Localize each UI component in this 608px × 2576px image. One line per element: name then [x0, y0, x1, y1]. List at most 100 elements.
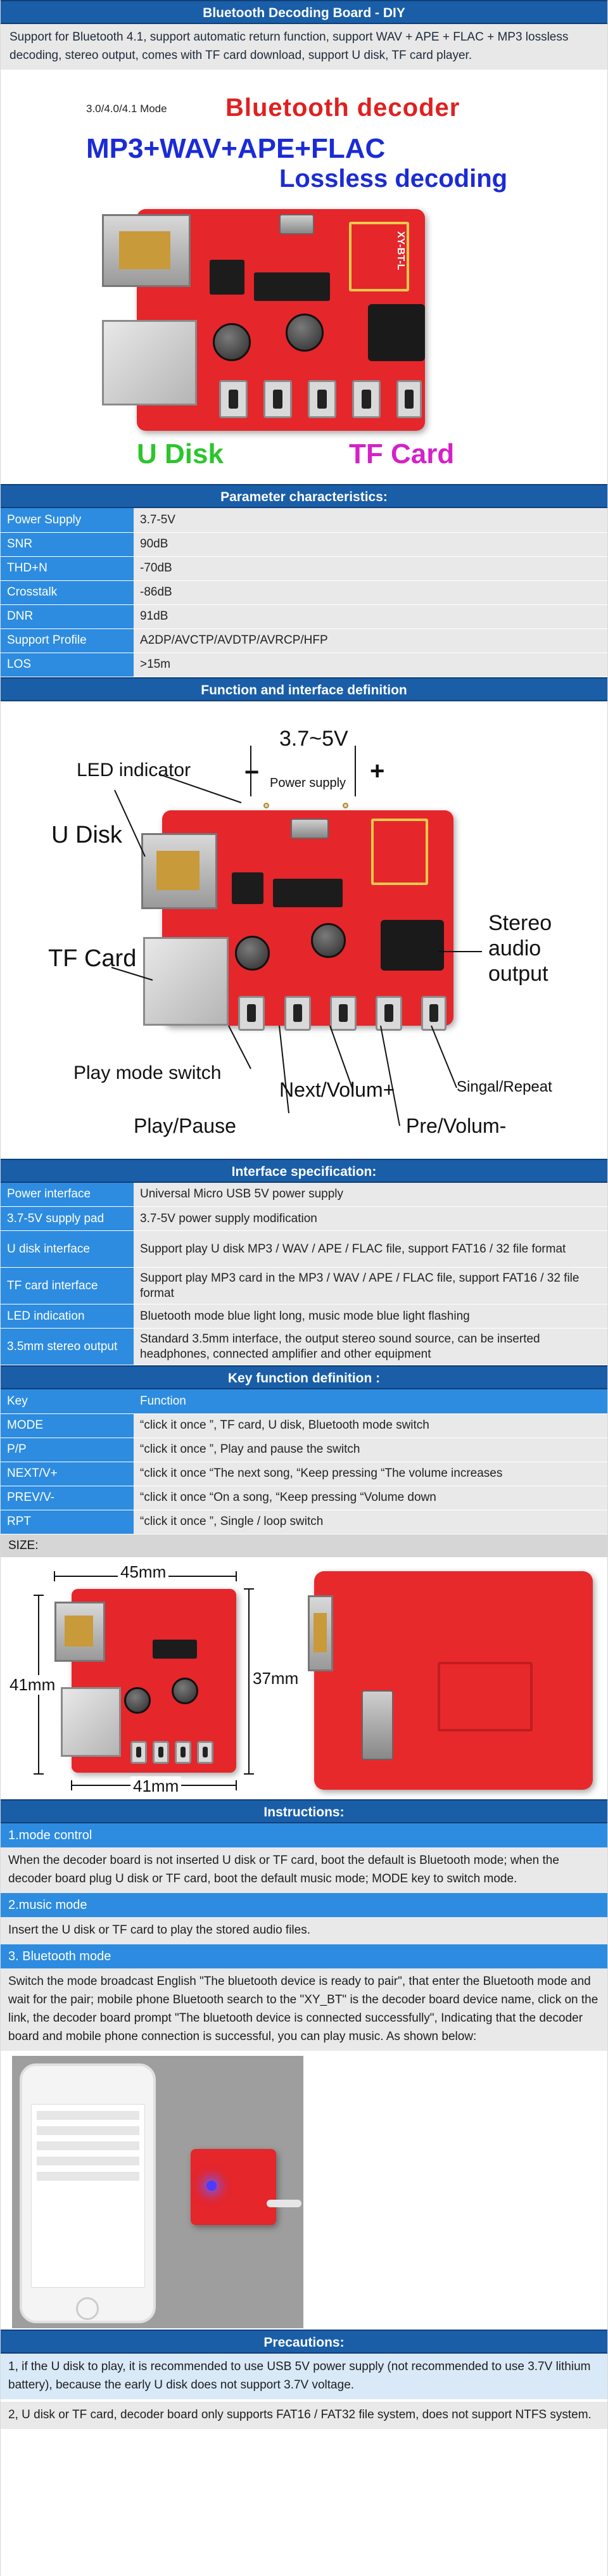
micro-usb-port [362, 1690, 393, 1760]
board-button [330, 995, 357, 1031]
minus-label: − [244, 758, 260, 786]
keys-heading: Key function definition : [1, 1365, 607, 1389]
diagram-heading: Function and interface definition [1, 677, 607, 701]
screen-row [37, 2156, 139, 2165]
board-button [376, 995, 402, 1031]
plus-label: + [370, 756, 385, 785]
micro-usb-port [279, 214, 314, 234]
table-row: Crosstalk-86dB [1, 580, 607, 605]
udisk-text: U Disk [137, 438, 224, 469]
row-key: Power interface [1, 1182, 134, 1207]
capacitor [235, 935, 270, 971]
lossless-text: Lossless decoding [279, 165, 508, 193]
screen-row [37, 2141, 139, 2150]
row-key: Power Supply [1, 508, 134, 533]
stereo-line: output [488, 961, 548, 986]
tfcard-label: TF Card [48, 945, 137, 972]
row-value: 3.7-5V power supply modification [134, 1206, 607, 1231]
board-button [421, 995, 446, 1031]
capacitor [286, 314, 324, 352]
width-bottom-label: 41mm [130, 1776, 182, 1796]
udisk-label: U Disk [51, 821, 122, 848]
row-value: “click it once “On a song, “Keep pressin… [134, 1486, 607, 1510]
phone [20, 2063, 156, 2323]
table-row: RPT“click it once ”, Single / loop switc… [1, 1510, 607, 1534]
capacitor [311, 922, 346, 958]
row-key: DNR [1, 604, 134, 629]
row-key: RPT [1, 1510, 134, 1534]
tf-slot [102, 320, 197, 405]
phone-screen [31, 2103, 145, 2288]
section-title: 1.mode control [1, 1823, 607, 1847]
row-value: -70dB [134, 556, 607, 581]
board-button [197, 1740, 213, 1764]
board-button [153, 1740, 169, 1764]
col-key-header: Key [1, 1389, 134, 1414]
interface-heading: Interface specification: [1, 1158, 607, 1183]
usb-port [54, 1601, 105, 1662]
tf-slot [61, 1687, 121, 1757]
screen-row [37, 2110, 139, 2120]
row-value: “click it once ”, Play and pause the swi… [134, 1438, 607, 1462]
tf-slot [143, 936, 229, 1026]
size-images: 45mm 41mm 37mm 41mm [1, 1557, 607, 1799]
chip [254, 272, 330, 301]
size-label: SIZE: [1, 1534, 607, 1557]
mode-text: 3.0/4.0/4.1 Mode [86, 103, 167, 115]
row-key: LED indication [1, 1304, 134, 1329]
col-function-header: Function [134, 1389, 607, 1414]
table-header-row: Key Function [1, 1389, 607, 1414]
chip [153, 1639, 197, 1659]
section-title: 2.music mode [1, 1892, 607, 1917]
voltage-label: 3.7~5V [279, 726, 348, 751]
chip [273, 878, 343, 907]
table-row: NEXT/V+“click it once “The next song, “K… [1, 1462, 607, 1486]
precautions-heading: Precautions: [1, 2329, 607, 2354]
row-key: TF card interface [1, 1267, 134, 1304]
row-value: -86dB [134, 580, 607, 605]
instructions-heading: Instructions: [1, 1799, 607, 1823]
row-value: “click it once ”, Single / loop switch [134, 1510, 607, 1534]
precaution-item: 1, if the U disk to play, it is recommen… [1, 2353, 607, 2399]
stereo-line: audio [488, 936, 542, 960]
power-pad [263, 802, 269, 808]
keys-table: Key Function MODE“click it once ”, TF ca… [1, 1389, 607, 1534]
section-body: When the decoder board is not inserted U… [1, 1847, 607, 1893]
params-heading: Parameter characteristics: [1, 484, 607, 508]
screen-row [37, 2171, 139, 2181]
board-photo [191, 2148, 276, 2225]
row-value: Support play U disk MP3 / WAV / APE / FL… [134, 1230, 607, 1268]
row-value: Standard 3.5mm interface, the output ste… [134, 1328, 607, 1365]
row-key: Support Profile [1, 628, 134, 653]
singal-repeat-label: Singal/Repeat [457, 1078, 552, 1095]
next-label: Next/Volum+ [279, 1078, 395, 1101]
play-mode-label: Play mode switch [73, 1062, 222, 1083]
tfcard-text: TF Card [349, 438, 455, 469]
trace-area [438, 1661, 533, 1731]
antenna [349, 222, 409, 291]
table-row: PREV/V-“click it once “On a song, “Keep … [1, 1486, 607, 1510]
capacitor [172, 1677, 198, 1704]
interface-diagram: LED indicator 3.7~5V − + Power supply U … [1, 701, 607, 1159]
board-button [263, 380, 292, 418]
antenna [371, 818, 428, 885]
board-button [238, 995, 265, 1031]
row-key: P/P [1, 1438, 134, 1462]
chip [232, 872, 263, 904]
row-key: LOS [1, 653, 134, 677]
callout-lines [111, 745, 482, 1126]
row-value: 90dB [134, 532, 607, 557]
row-key: NEXT/V+ [1, 1462, 134, 1486]
row-value: >15m [134, 653, 607, 677]
table-row: THD+N-70dB [1, 556, 607, 581]
screen-row [37, 2126, 139, 2135]
power-supply-label: Power supply [270, 775, 346, 790]
